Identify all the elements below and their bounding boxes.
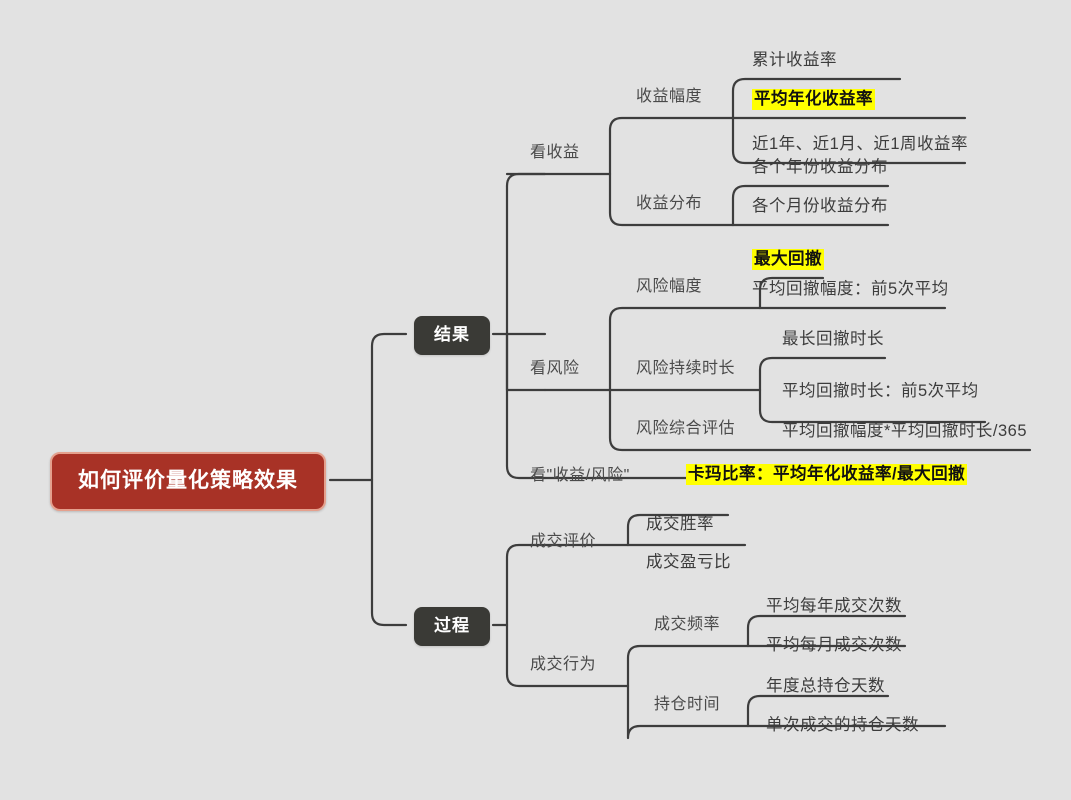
branch-label-process: 过程	[434, 616, 470, 635]
leaf-label-cumulative-return: 累计收益率	[752, 51, 837, 69]
leaf-monthly-trade-count[interactable]: 平均每月成交次数	[766, 637, 902, 654]
node-risk-overall[interactable]: 风险综合评估	[636, 421, 735, 437]
node-label-risk-overall: 风险综合评估	[636, 420, 736, 437]
node-trade-behavior[interactable]: 成交行为	[530, 657, 596, 673]
node-label-risk-amplitude: 风险幅度	[636, 278, 703, 295]
node-label-view-income: 看收益	[530, 144, 580, 161]
node-holding-time[interactable]: 持仓时间	[654, 697, 720, 713]
leaf-profit-loss-ratio[interactable]: 成交盈亏比	[646, 554, 731, 571]
leaf-label-yearly-holding-days: 年度总持仓天数	[766, 677, 885, 695]
leaf-label-average-drawdown-duration: 平均回撤时长：前5次平均	[782, 382, 979, 400]
leaf-calmar-ratio[interactable]: 卡玛比率：平均年化收益率/最大回撤	[686, 464, 968, 485]
leaf-label-recent-returns: 近1年、近1月、近1周收益率	[752, 135, 969, 153]
node-label-view-risk: 看风险	[530, 360, 580, 377]
leaf-label-single-trade-holding-days: 单次成交的持仓天数	[766, 716, 919, 734]
node-label-income-amplitude: 收益幅度	[636, 88, 703, 105]
leaf-average-drawdown[interactable]: 平均回撤幅度：前5次平均	[752, 281, 949, 298]
branch-node-process[interactable]: 过程	[414, 607, 490, 646]
branch-label-result: 结果	[434, 325, 470, 344]
leaf-single-trade-holding-days[interactable]: 单次成交的持仓天数	[766, 717, 919, 734]
leaf-label-yearly-trade-count: 平均每年成交次数	[766, 597, 902, 615]
wire-trunk-process	[370, 478, 408, 627]
node-risk-duration[interactable]: 风险持续时长	[636, 361, 735, 377]
node-risk-amplitude[interactable]: 风险幅度	[636, 279, 702, 295]
leaf-label-monthly-distribution: 各个月份收益分布	[752, 197, 888, 215]
leaf-label-longest-drawdown-duration: 最长回撤时长	[782, 330, 884, 348]
leaf-label-win-rate: 成交胜率	[646, 515, 714, 533]
leaf-win-rate[interactable]: 成交胜率	[646, 516, 714, 533]
node-label-income-distribution: 收益分布	[636, 195, 703, 212]
node-view-risk[interactable]: 看风险	[530, 361, 580, 377]
leaf-label-average-drawdown: 平均回撤幅度：前5次平均	[752, 280, 949, 298]
leaf-label-average-annual-return: 平均年化收益率	[752, 89, 875, 110]
wire-risk-amp	[608, 306, 762, 392]
node-income-distribution[interactable]: 收益分布	[636, 196, 702, 212]
node-label-trade-evaluation: 成交评价	[530, 533, 597, 550]
leaf-yearly-holding-days[interactable]: 年度总持仓天数	[766, 678, 885, 695]
leaf-risk-formula[interactable]: 平均回撤幅度*平均回撤时长/365	[782, 423, 1027, 440]
wire-result-ratio	[505, 332, 547, 480]
node-view-income[interactable]: 看收益	[530, 145, 580, 161]
root-node[interactable]: 如何评价量化策略效果	[50, 452, 326, 511]
leaf-label-max-drawdown: 最大回撤	[752, 249, 824, 270]
node-label-trade-behavior: 成交行为	[530, 656, 597, 673]
node-label-risk-duration: 风险持续时长	[636, 360, 736, 377]
leaf-label-yearly-distribution: 各个年份收益分布	[752, 158, 888, 176]
leaf-monthly-distribution[interactable]: 各个月份收益分布	[752, 198, 888, 215]
node-view-return-risk[interactable]: 看"收益/风险"	[530, 468, 630, 484]
node-label-holding-time: 持仓时间	[654, 696, 721, 713]
wire-income-amp	[608, 116, 735, 176]
wire-trade-freq	[626, 644, 750, 688]
leaf-average-annual-return[interactable]: 平均年化收益率	[752, 89, 875, 110]
leaf-longest-drawdown-duration[interactable]: 最长回撤时长	[782, 331, 884, 348]
wire-process-eval	[505, 543, 630, 627]
leaf-label-calmar-ratio: 卡玛比率：平均年化收益率/最大回撤	[686, 464, 968, 485]
branch-node-result[interactable]: 结果	[414, 316, 490, 355]
leaf-label-profit-loss-ratio: 成交盈亏比	[646, 553, 731, 571]
leaf-yearly-trade-count[interactable]: 平均每年成交次数	[766, 598, 902, 615]
leaf-average-drawdown-duration[interactable]: 平均回撤时长：前5次平均	[782, 383, 979, 400]
leaf-max-drawdown[interactable]: 最大回撤	[752, 249, 824, 270]
leaf-yearly-distribution[interactable]: 各个年份收益分布	[752, 159, 888, 176]
leaf-label-risk-formula: 平均回撤幅度*平均回撤时长/365	[782, 422, 1028, 440]
node-trade-frequency[interactable]: 成交频率	[654, 617, 720, 633]
leaf-recent-returns[interactable]: 近1年、近1月、近1周收益率	[752, 136, 968, 153]
wire-result-income	[505, 172, 547, 188]
leaf-label-monthly-trade-count: 平均每月成交次数	[766, 636, 902, 654]
node-trade-evaluation[interactable]: 成交评价	[530, 534, 596, 550]
node-label-trade-frequency: 成交频率	[654, 616, 721, 633]
node-income-amplitude[interactable]: 收益幅度	[636, 89, 702, 105]
root-label: 如何评价量化策略效果	[78, 469, 298, 492]
leaf-cumulative-return[interactable]: 累计收益率	[752, 52, 837, 69]
wire-trunk-result	[370, 332, 408, 482]
node-label-view-return-risk: 看"收益/风险"	[530, 467, 630, 484]
